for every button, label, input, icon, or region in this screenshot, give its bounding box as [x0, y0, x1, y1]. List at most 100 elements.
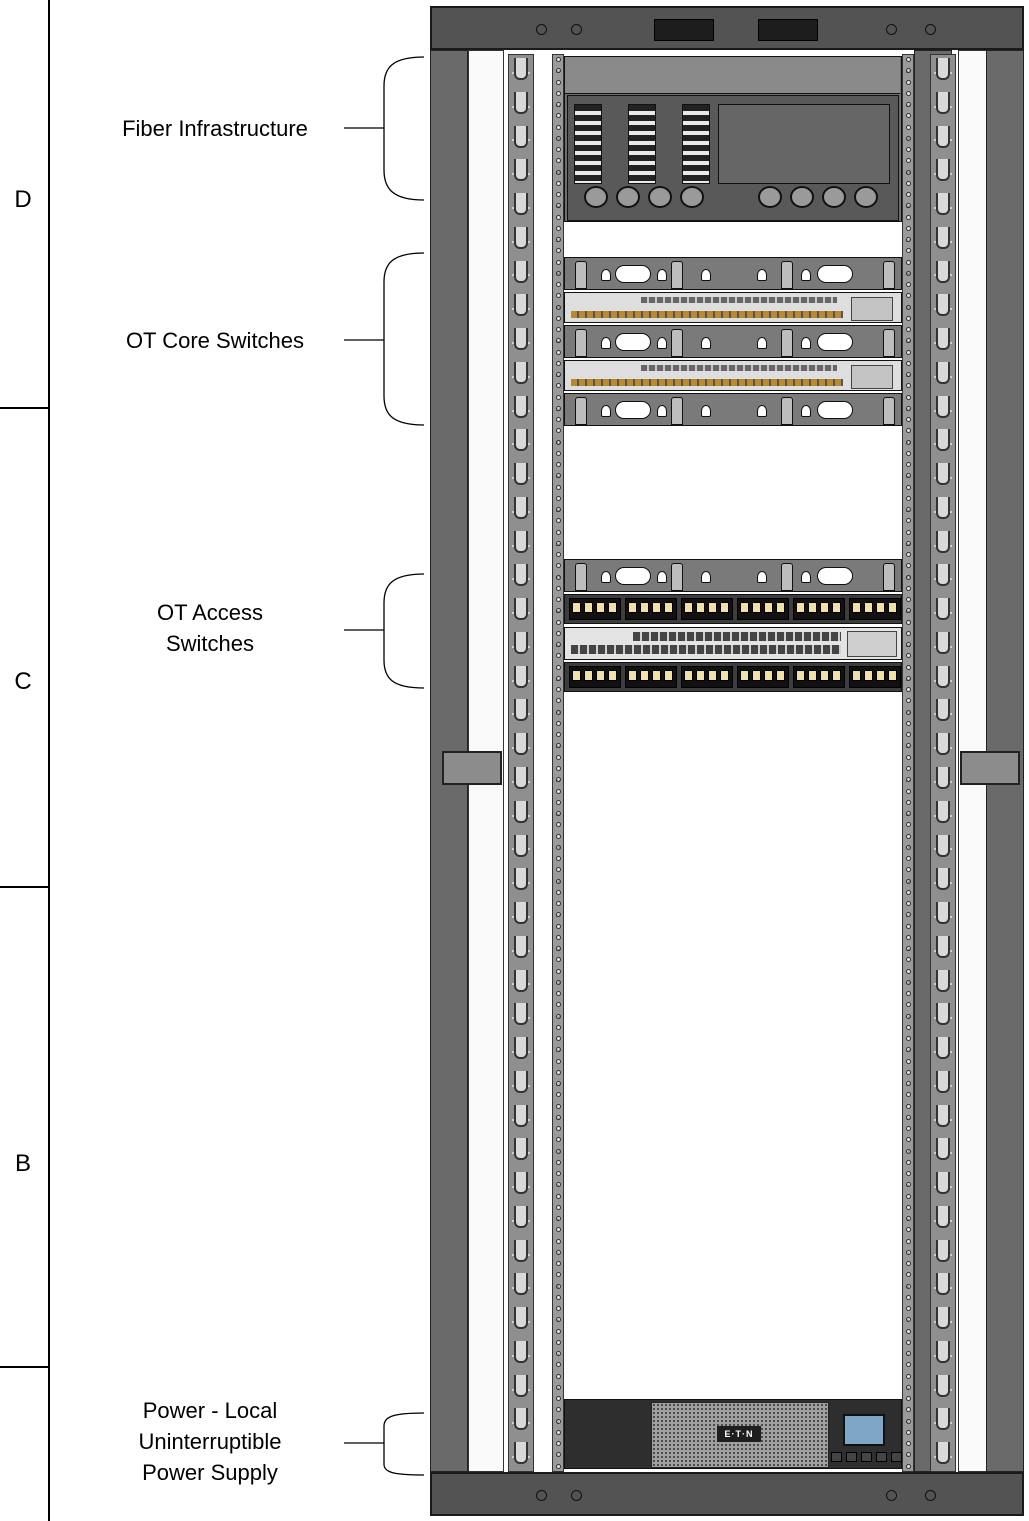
switch-port-row	[633, 632, 841, 641]
rack-unit-number: 42	[555, 68, 561, 74]
rack-unit-number: 6	[906, 1284, 910, 1290]
rack-unit-number: 1	[556, 1453, 560, 1459]
cable-hook	[514, 530, 528, 553]
cable-hook	[514, 1307, 528, 1330]
rail-hole	[906, 282, 911, 288]
rail-hole	[556, 1261, 561, 1267]
cable-finger	[671, 563, 683, 591]
rail-hole	[906, 889, 911, 895]
ups-unit: E·T·N	[564, 1399, 902, 1469]
rail-hole	[906, 552, 911, 558]
label-line: Uninterruptible	[138, 1429, 282, 1454]
rail-hole	[906, 1362, 911, 1368]
rail-hole	[906, 766, 911, 771]
cable-hook	[514, 1070, 528, 1093]
ot-access-switch	[564, 627, 902, 660]
mount-hole	[657, 269, 667, 281]
rail-hole	[556, 653, 561, 659]
rack-unit-number: 9	[906, 1183, 910, 1189]
rail-hole	[556, 417, 561, 423]
rack-unit-number: 14	[555, 1014, 561, 1020]
rail-hole	[556, 405, 561, 411]
rail-hole	[556, 270, 561, 276]
screw-hole	[571, 24, 582, 35]
rail-hole	[556, 225, 561, 231]
cable-hook	[514, 159, 528, 182]
rail-hole	[556, 1452, 561, 1458]
mount-hole	[701, 337, 711, 349]
rack-unit-number: 15	[905, 980, 911, 986]
label-line: OT Access	[157, 600, 263, 625]
rack-unit-number: 16	[905, 946, 911, 952]
rail-hole	[556, 901, 561, 907]
rail-hole	[906, 135, 911, 141]
cable-hook	[514, 1408, 528, 1431]
rack-unit-number: 11	[905, 1115, 911, 1121]
rail-hole	[556, 507, 561, 513]
cable-finger	[883, 563, 895, 591]
rail-hole	[906, 304, 911, 310]
ups-power-button	[891, 1452, 902, 1462]
rail-hole	[556, 1204, 561, 1210]
rail-hole	[906, 901, 911, 907]
mount-hole	[757, 337, 767, 349]
rack-unit-number: 24	[555, 676, 561, 682]
cable-hook	[936, 631, 950, 654]
cable-hook	[936, 193, 950, 216]
cable-hook	[514, 125, 528, 148]
rack-unit-number: 39	[905, 170, 911, 176]
rail-hole	[556, 878, 561, 884]
rail-hole	[906, 518, 911, 524]
cable-hook	[936, 665, 950, 688]
rail-hole	[906, 822, 911, 828]
rail-hole	[556, 540, 561, 546]
cable-hook	[514, 328, 528, 351]
rail-hole	[906, 147, 911, 153]
rack-unit-number: 7	[906, 1250, 910, 1256]
rail-hole	[556, 1114, 561, 1120]
rack-unit-number: 12	[555, 1081, 561, 1087]
rack-unit-number: 30	[905, 474, 911, 480]
rail-hole	[906, 608, 911, 614]
cable-hook	[936, 260, 950, 283]
rack-unit-number: 38	[905, 203, 911, 209]
rail-hole	[906, 439, 911, 445]
rail-hole	[906, 1013, 911, 1019]
rail-hole	[556, 1013, 561, 1019]
rail-hole	[906, 732, 911, 738]
rail-hole	[556, 1216, 561, 1222]
rail-hole	[906, 664, 911, 670]
ups-button	[876, 1452, 887, 1462]
screw-hole	[925, 24, 936, 35]
rail-hole	[906, 1159, 911, 1165]
rail-hole	[906, 529, 911, 535]
rail-hole	[906, 979, 911, 985]
rail-hole	[906, 1193, 911, 1199]
fiber-panel	[567, 95, 899, 221]
cable-finger	[575, 397, 587, 425]
rack-unit-number: 27	[905, 575, 911, 581]
ot-core-switch	[564, 360, 902, 391]
rail-hole	[556, 934, 561, 940]
zone-column-border	[48, 0, 50, 1521]
rack-unit-number: 8	[906, 1216, 910, 1222]
cable-hook	[514, 1104, 528, 1127]
rail-hole	[906, 1216, 911, 1222]
rack-unit-number: 28	[905, 541, 911, 547]
cable-hook	[514, 496, 528, 519]
rail-hole	[906, 214, 911, 220]
rail-hole	[906, 777, 911, 783]
rail-hole	[556, 102, 561, 108]
cable-hook	[936, 463, 950, 486]
side-brace-right	[960, 751, 1020, 785]
screw-hole	[925, 1490, 936, 1501]
cable-hook	[936, 834, 950, 857]
cable-hook	[936, 530, 950, 553]
cable-hook	[936, 902, 950, 925]
rail-hole	[556, 439, 561, 445]
rack-unit-number: 33	[555, 372, 561, 378]
rail-hole	[906, 1452, 911, 1458]
rail-hole	[906, 192, 911, 198]
rack-unit-number: 4	[556, 1351, 560, 1357]
